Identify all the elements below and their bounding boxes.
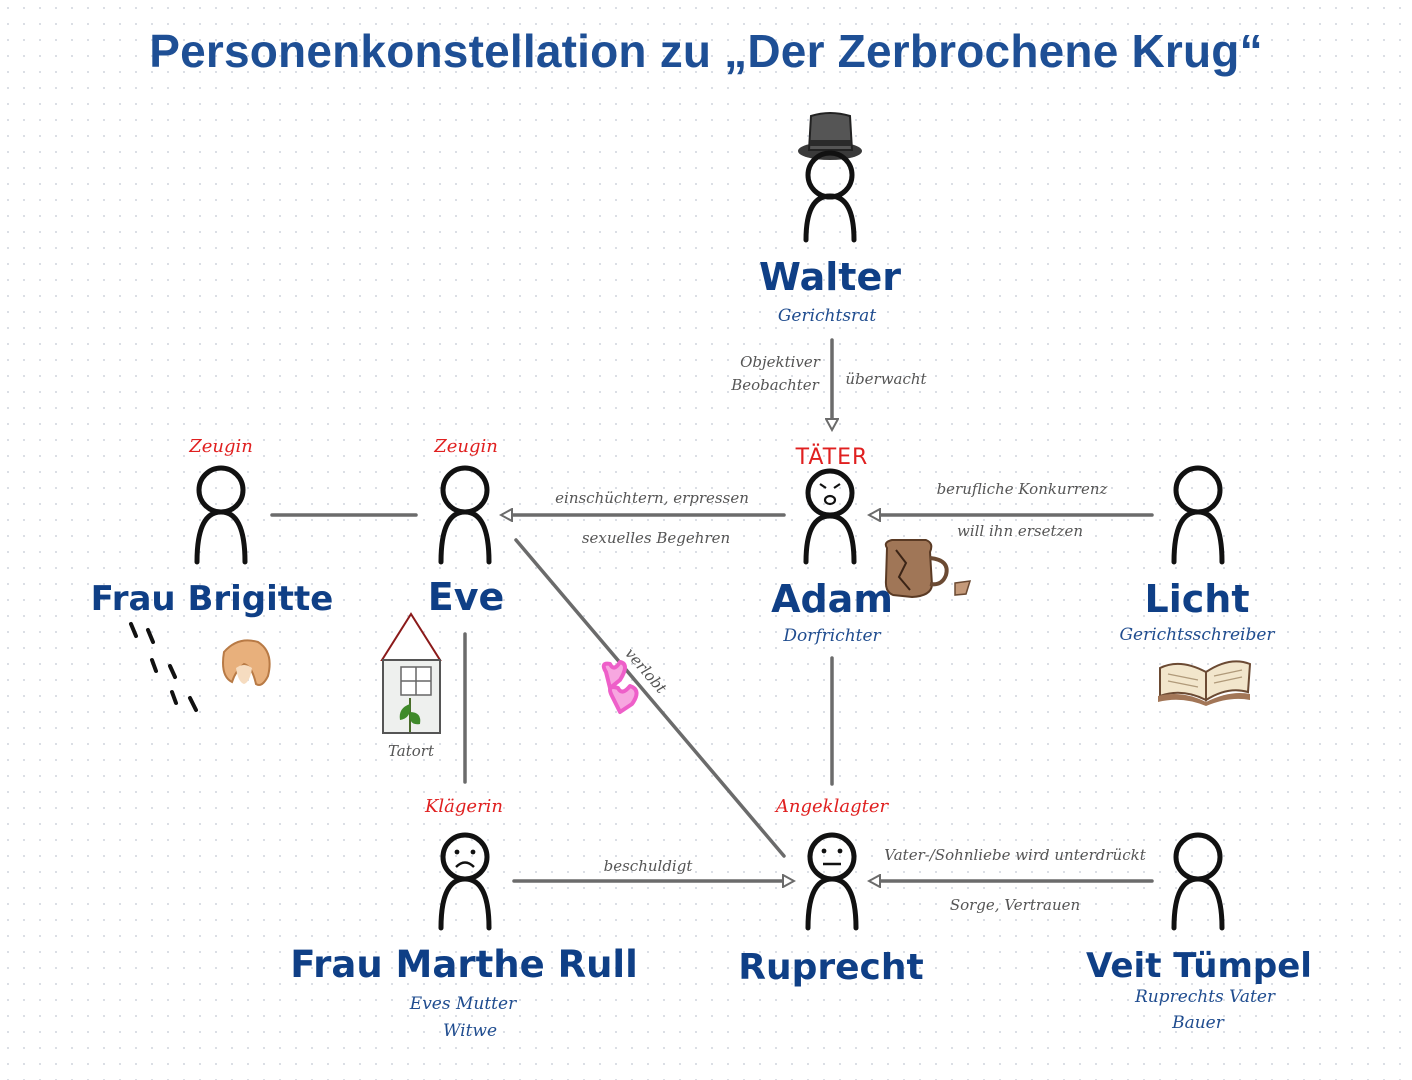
person-name: Adam xyxy=(771,577,893,621)
person-role: Zeugin xyxy=(188,436,253,457)
adam-eve-label-above: einschüchtern, erpressen xyxy=(555,489,749,507)
veit-ruprecht-label-above: Vater-/Sohnliebe wird unterdrückt xyxy=(884,846,1146,864)
person-name: Ruprecht xyxy=(738,947,923,988)
person-name: Eve xyxy=(428,575,505,619)
person-name: Frau Brigitte xyxy=(91,579,334,619)
house-icon xyxy=(380,612,442,734)
person-role: Klägerin xyxy=(424,796,503,817)
stick-figure xyxy=(1171,465,1225,565)
person-role: Zeugin xyxy=(433,436,498,457)
licht-adam-label-below: will ihn ersetzen xyxy=(957,522,1083,540)
adam-eve-label-below: sexuelles Begehren xyxy=(582,529,730,547)
scene-label: Tatort xyxy=(388,742,435,760)
hair-icon xyxy=(222,639,271,686)
person-eve: Zeugin Eve xyxy=(428,436,505,619)
veit-ruprecht-label-below: Sorge, Vertrauen xyxy=(950,896,1080,914)
licht-adam-label-above: berufliche Konkurrenz xyxy=(937,480,1108,498)
sad-face-icon xyxy=(454,849,476,868)
stick-figure xyxy=(438,465,492,565)
person-licht: Licht Gerichtsschreiber xyxy=(1119,465,1275,706)
person-name: Veit Tümpel xyxy=(1086,946,1312,986)
stick-figure xyxy=(803,150,857,243)
person-description: Gerichtsschreiber xyxy=(1119,625,1275,645)
person-role: TÄTER xyxy=(795,444,869,470)
open-book-icon xyxy=(1158,660,1252,706)
edges xyxy=(270,338,1154,881)
walter-adam-label-left-2: Beobachter xyxy=(730,376,819,394)
person-walter: Walter Gerichtsrat xyxy=(759,112,901,326)
footprints-icon xyxy=(129,622,198,712)
person-description: Gerichtsrat xyxy=(778,306,876,326)
person-brigitte: Zeugin Frau Brigitte xyxy=(91,436,334,712)
person-role: Angeklagter xyxy=(774,796,890,817)
person-ruprecht: Angeklagter Ruprecht xyxy=(738,796,923,988)
person-description-2: Witwe xyxy=(443,1021,497,1041)
edge-eve-ruprecht xyxy=(514,538,786,858)
person-veit: Veit Tümpel Ruprechts Vater Bauer xyxy=(1086,832,1312,1033)
stick-figure xyxy=(1171,832,1225,931)
walter-adam-label-left-1: Objektiver xyxy=(740,353,821,371)
person-adam: TÄTER Adam Dorfrichter xyxy=(771,444,972,646)
stick-figure xyxy=(194,465,248,565)
page-title: Personenkonstellation zu „Der Zerbrochen… xyxy=(149,25,1263,77)
person-description-1: Ruprechts Vater xyxy=(1134,987,1276,1007)
person-description: Dorfrichter xyxy=(782,626,881,646)
neutral-face-icon xyxy=(821,848,843,866)
person-description-1: Eves Mutter xyxy=(409,994,517,1014)
person-name: Licht xyxy=(1145,577,1250,621)
marthe-ruprecht-label: beschuldigt xyxy=(604,857,694,875)
broken-jug-icon xyxy=(884,539,972,599)
stick-figure xyxy=(438,832,492,931)
stick-figure xyxy=(805,832,859,931)
hearts-icon xyxy=(601,660,639,714)
person-name: Frau Marthe Rull xyxy=(290,943,638,986)
walter-adam-label-right: überwacht xyxy=(845,370,927,388)
stick-figure xyxy=(803,468,857,565)
scared-face-icon xyxy=(819,483,841,506)
person-description-2: Bauer xyxy=(1171,1013,1225,1033)
person-name: Walter xyxy=(759,255,901,299)
person-marthe: Klägerin Frau Marthe Rull Eves Mutter Wi… xyxy=(290,796,638,1041)
